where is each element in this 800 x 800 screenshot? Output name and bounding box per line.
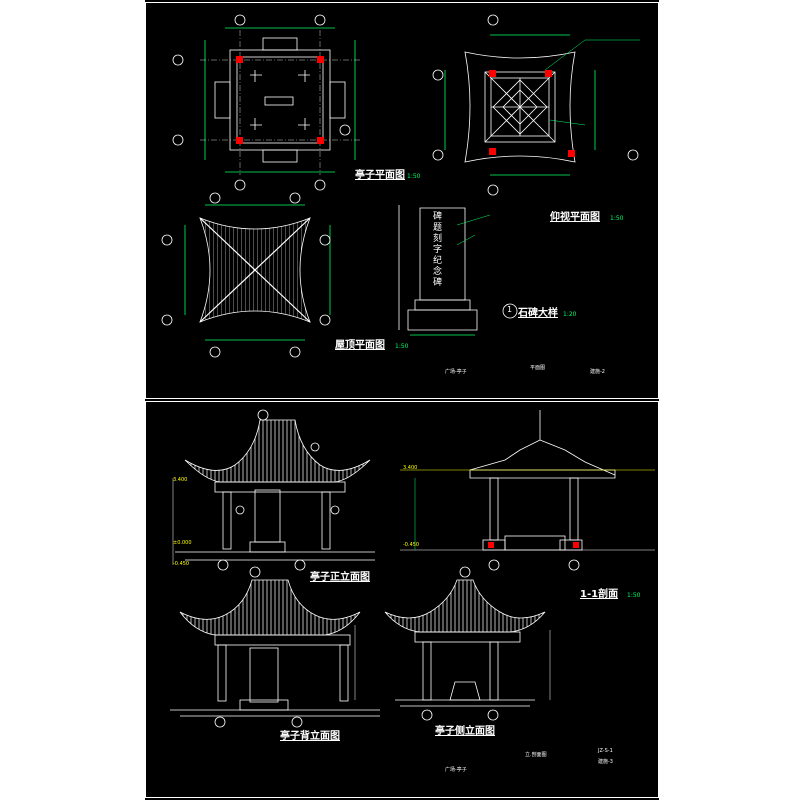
cad-drawing-canvas: 亭子平面图 1:50 仰视平面图 1:50 屋顶平面图 1:50 1 石碑大样 … — [145, 0, 659, 800]
side-elevation-title: 亭子侧立面图 — [435, 726, 495, 737]
stele-detail-scale: 1:20 — [563, 311, 577, 318]
roof-plan-title: 屋顶平面图 — [335, 340, 385, 351]
stele-char: 碑 — [433, 278, 443, 288]
reflected-plan-title: 仰视平面图 — [550, 212, 600, 223]
back-elevation-title: 亭子背立面图 — [280, 731, 340, 742]
stele-detail-number: 1 — [507, 305, 513, 314]
stele-char: 刻 — [433, 234, 443, 244]
stele-char: 纪 — [433, 256, 443, 266]
side-elevation — [384, 566, 551, 721]
stele-char: 碑 — [433, 212, 443, 222]
pavilion-plan-title: 亭子平面图 — [355, 170, 405, 181]
reflected-ceiling-plan — [432, 14, 640, 196]
title-block-sheet-2a: JZ-S-1 — [598, 748, 613, 754]
front-elevation — [172, 409, 375, 571]
section-1-1 — [400, 410, 655, 571]
title-block-drawing-2: 立.剖面图 — [525, 752, 547, 758]
stele-char: 念 — [433, 267, 443, 277]
drawing-linework — [161, 14, 655, 728]
title-block-project-2: 广场-亭子 — [445, 767, 467, 773]
stele-char: 字 — [433, 245, 443, 255]
roof-plan — [161, 192, 331, 358]
section-title: 1-1剖面 — [580, 589, 619, 600]
pavilion-plan-scale: 1:50 — [407, 173, 421, 180]
front-elevation-title: 亭子正立面图 — [310, 572, 370, 583]
roof-plan-scale: 1:50 — [395, 343, 409, 350]
sheet-frame-plans — [145, 2, 659, 399]
title-block-sheet-1: 建施-2 — [590, 369, 605, 375]
level-ground-section: -0.450 — [403, 542, 420, 548]
title-block-sheet-2b: 建施-3 — [598, 759, 613, 765]
stele-inscription: 碑 题 刻 字 纪 念 碑 — [433, 212, 451, 289]
section-scale: 1:50 — [627, 592, 641, 599]
pavilion-floor-plan — [172, 14, 360, 191]
reflected-plan-scale: 1:50 — [610, 215, 624, 222]
level-top-front: 3.400 — [173, 477, 188, 483]
stele-detail — [398, 205, 518, 336]
level-ground-front: -0.450 — [173, 561, 190, 567]
back-elevation — [170, 566, 380, 728]
stele-char: 题 — [433, 223, 443, 233]
title-block-project-1: 广场-亭子 — [445, 369, 467, 375]
title-block-drawing-1: 平面图 — [530, 365, 546, 371]
sheet-frame-elevations — [145, 401, 659, 798]
level-zero-front: ±0.000 — [173, 540, 192, 546]
level-top-section: 3.400 — [403, 465, 418, 471]
stele-detail-title: 石碑大样 — [518, 308, 558, 319]
